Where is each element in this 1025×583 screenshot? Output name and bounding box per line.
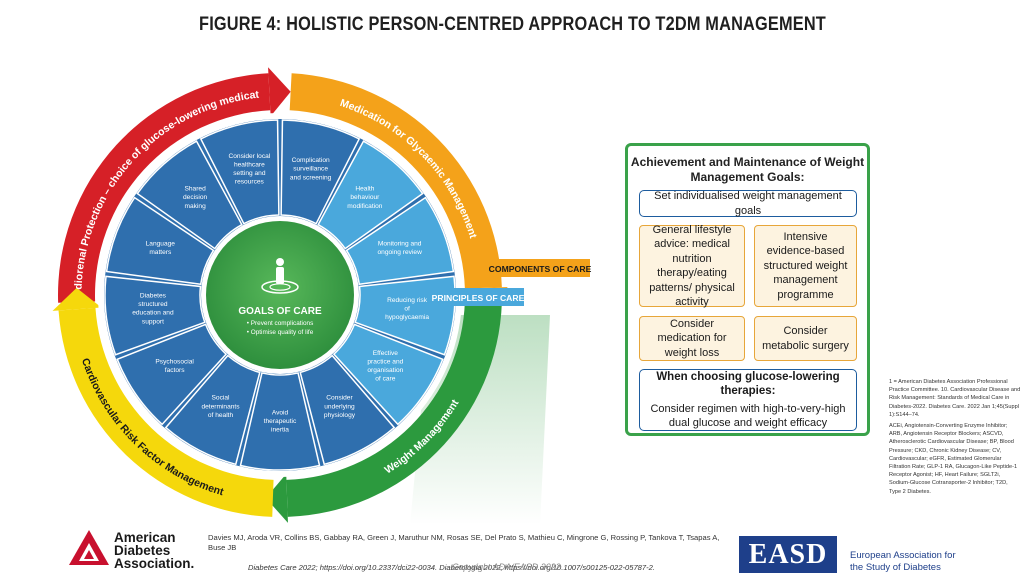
weight-goals-panel: Achievement and Maintenance of Weight Ma… [625, 143, 870, 436]
glucose-therapy-box: When choosing glucose-lowering therapies… [639, 369, 857, 431]
weight-goals-heading: Achievement and Maintenance of Weight Ma… [630, 155, 865, 184]
footnote-abbreviations: ACEi, Angiotensin-Converting Enzyme Inhi… [889, 423, 1018, 495]
outer-ring-4 [58, 307, 274, 517]
care-segment-13 [199, 119, 280, 225]
goals-of-care-title: GOALS OF CARE [238, 306, 322, 317]
lifestyle-advice-box: General lifestyle advice: medical nutrit… [639, 224, 745, 308]
care-segment-9 [116, 323, 228, 426]
care-segment-1 [280, 119, 361, 225]
medication-box: Consider medication for weight loss [639, 316, 745, 361]
care-segment-6 [299, 354, 396, 466]
goals-bullet-2: • Optimise quality of life [247, 329, 314, 336]
outer-ring-arrow-1 [268, 67, 291, 117]
easd-logo: EASD [739, 536, 837, 573]
outer-ring-3 [286, 301, 502, 517]
goals-bullet-1: • Prevent complications [247, 320, 314, 327]
glucose-therapy-text: Consider regimen with high-to-very-high … [650, 402, 846, 430]
copyright-text: Copyright ADA/EASD 2022 [452, 562, 561, 572]
outer-ring-2 [289, 73, 502, 289]
references: Davies MJ, Aroda VR, Collins BS, Gabbay … [208, 533, 738, 583]
intensive-programme-box: Intensive evidence-based structured weig… [754, 225, 857, 307]
page-title: FIGURE 4: HOLISTIC PERSON-CENTRED APPROA… [199, 14, 826, 35]
ada-name: American Diabetes Association. [114, 530, 195, 571]
care-segment-2 [317, 140, 424, 250]
metabolic-surgery-box: Consider metabolic surgery [754, 316, 857, 361]
care-segment-5 [332, 323, 444, 426]
authors-text: Davies MJ, Aroda VR, Collins BS, Gabbay … [208, 533, 720, 552]
care-wheel-diagram: Cardiorenal Protection – choice of gluco… [52, 67, 592, 525]
footnotes: 1 = American Diabetes Association Profes… [889, 378, 1021, 499]
ada-triangle-logo [69, 530, 109, 565]
goals-of-care-circle [206, 221, 354, 369]
care-segment-8 [164, 354, 261, 466]
components-tag [490, 259, 590, 277]
care-segment-3 [345, 196, 455, 286]
care-segment-12 [136, 140, 243, 250]
care-segment-7 [239, 372, 321, 471]
principles-tag [432, 288, 524, 306]
easd-name: European Association for the Study of Di… [850, 550, 956, 573]
principles-label: PRINCIPLES OF CARE [432, 293, 525, 303]
citation-text: Diabetes Care 2022; https://doi.org/10.2… [248, 563, 655, 572]
glucose-therapy-heading: When choosing glucose-lowering therapies… [656, 370, 840, 398]
care-segment-11 [105, 196, 215, 286]
outer-ring-arrow-4 [52, 287, 102, 311]
outer-ring-1 [57, 73, 271, 303]
set-goals-box: Set individualised weight management goa… [639, 190, 857, 217]
outer-ring-arrow-3 [265, 473, 288, 523]
care-segment-10 [104, 275, 206, 356]
footnote-reference: 1 = American Diabetes Association Profes… [889, 379, 1021, 418]
components-label: COMPONENTS OF CARE [489, 264, 592, 274]
person-target-icon [261, 258, 299, 294]
